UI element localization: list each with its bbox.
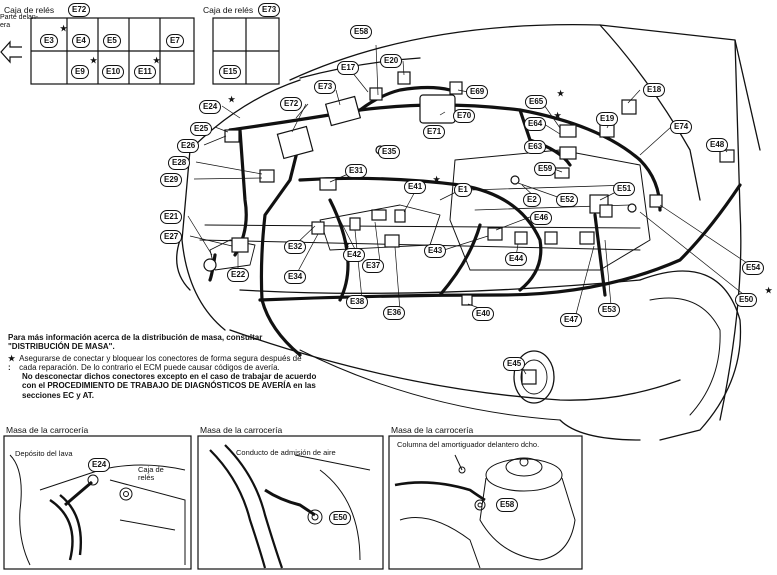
relay-box-2-code: E73 [258, 3, 281, 17]
right-wheel-arch [639, 270, 742, 441]
star-icon: ★ [153, 56, 161, 65]
connector-e34: E34 [284, 270, 307, 284]
connector-e26: E26 [177, 139, 200, 153]
relay-cell-e10: E10 [102, 65, 125, 79]
connector-e40: E40 [472, 307, 495, 321]
connector-e37: E37 [362, 259, 385, 273]
connector-e20: E20 [380, 54, 403, 68]
connector-e53: E53 [598, 303, 621, 317]
star-icon: ★ [765, 286, 773, 295]
inset-2-connector: E50 [329, 511, 352, 525]
inset-2-title: Masa de la carrocería [200, 425, 283, 435]
connector-e31: E31 [345, 164, 368, 178]
inset-3-connector: E58 [496, 498, 519, 512]
inset-1-label-relay-box: Caja de relés [138, 465, 164, 482]
note-do-not-disconnect: No desconectar dichos conectores excepto… [22, 372, 317, 400]
relay-cell-e9: E9 [71, 65, 89, 79]
star-icon: ★ [433, 175, 441, 184]
connector-e27: E27 [160, 230, 183, 244]
connector-e47: E47 [560, 313, 583, 327]
connector-e1: E1 [454, 183, 472, 197]
connector-e70: E70 [453, 109, 476, 123]
connector-block-e72 [276, 125, 314, 160]
connector-e41: E41 [404, 180, 427, 194]
inset-3-label-strut-tower: Columna del amortiguador delantero dcho. [397, 440, 540, 449]
note-connector-warning: Asegurarse de conectar y bloquear los co… [19, 353, 302, 372]
connector-e74: E74 [670, 120, 693, 134]
inset-2-label-air-duct: Conducto de admisión de aire [236, 448, 336, 457]
connector-e48: E48 [706, 138, 729, 152]
relay-cell-e15: E15 [219, 65, 242, 79]
relay-cell-e7: E7 [166, 34, 184, 48]
connector-e71: E71 [423, 125, 446, 139]
connector-e69: E69 [466, 85, 489, 99]
connector-e51: E51 [613, 182, 636, 196]
connector-e32: E32 [284, 240, 307, 254]
relay-box-2-title: Caja de relés [203, 5, 254, 15]
inset-frame-3 [388, 435, 583, 570]
strut-tower [513, 350, 555, 404]
inset-1-connector: E24 [88, 458, 111, 472]
star-icon: ★ [557, 89, 565, 98]
inset-frame-2 [197, 435, 384, 570]
connector-e22: E22 [227, 268, 250, 282]
connector-e72-label: E72 [280, 97, 303, 111]
connector-e18: E18 [643, 83, 666, 97]
connector-e54: E54 [742, 261, 765, 275]
star-icon: ★ [60, 24, 68, 33]
connector-e58: E58 [350, 25, 373, 39]
radiator-support [199, 239, 641, 251]
connector-e38: E38 [346, 295, 369, 309]
connector-e2: E2 [523, 193, 541, 207]
connector-e36: E36 [383, 306, 406, 320]
connector-e17: E17 [337, 61, 360, 75]
connector-e52: E52 [556, 193, 579, 207]
star-icon: ★ [90, 56, 98, 65]
hood-outline [289, 23, 761, 151]
connector-e73-label: E73 [314, 80, 337, 94]
connector-e45: E45 [503, 357, 526, 371]
connector-e44: E44 [505, 252, 528, 266]
inset-1-title: Masa de la carrocería [6, 425, 89, 435]
left-fender [189, 79, 301, 151]
connector-e63: E63 [524, 140, 547, 154]
connector-e59: E59 [534, 162, 557, 176]
front-arrow-icon [0, 40, 22, 64]
star-icon: ★ [228, 95, 236, 104]
connector-e64: E64 [524, 117, 547, 131]
inset-frame-1 [3, 435, 192, 570]
connector-e19: E19 [596, 112, 619, 126]
note-ground-distribution: Para más información acerca de la distri… [8, 333, 263, 352]
inset-1-label-washer-tank: Depósito del lava [15, 449, 73, 458]
connector-e42: E42 [343, 248, 366, 262]
connector-e29: E29 [160, 173, 183, 187]
relay-cell-e4: E4 [72, 34, 90, 48]
inset-3-title: Masa de la carrocería [391, 425, 474, 435]
front-label: Parte delan- era [0, 14, 39, 29]
relay-box-1-title: Caja de relés [4, 5, 55, 15]
connector-e35: E35 [378, 145, 401, 159]
connector-e24: E24 [199, 100, 222, 114]
connector-e28: E28 [168, 156, 191, 170]
connector-e25: E25 [190, 122, 213, 136]
star-icon: ★ [343, 240, 351, 249]
relay-cell-e3: E3 [40, 34, 58, 48]
connector-e65: E65 [525, 95, 548, 109]
connector-e46: E46 [530, 211, 553, 225]
connector-block-e73 [324, 95, 362, 127]
notes-block: Para más información acerca de la distri… [8, 333, 318, 402]
connector-e21: E21 [160, 210, 183, 224]
star-icon: ★ [554, 111, 562, 120]
connector-e43: E43 [424, 244, 447, 258]
relay-box-1-code: E72 [68, 3, 91, 17]
relay-cell-e11: E11 [134, 65, 156, 79]
note-star-marker: ★ : [8, 353, 16, 372]
relay-cell-e5: E5 [103, 34, 121, 48]
connector-e50: E50 [735, 293, 758, 307]
